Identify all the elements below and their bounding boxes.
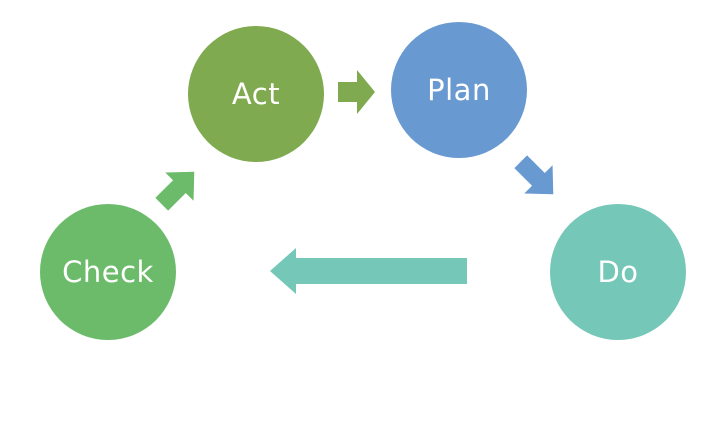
- node-check-label: Check: [62, 255, 154, 289]
- node-act: Act: [188, 26, 324, 162]
- arrow-check-to-act: [155, 171, 195, 211]
- node-plan-label: Plan: [427, 73, 491, 107]
- node-do-label: Do: [597, 255, 639, 289]
- node-do: Do: [550, 204, 686, 340]
- node-check: Check: [40, 204, 176, 340]
- node-act-label: Act: [231, 77, 281, 111]
- arrow-plan-to-do: [514, 155, 554, 195]
- node-plan: Plan: [391, 22, 527, 158]
- arrow-do-to-check: [270, 248, 467, 294]
- arrow-act-to-plan: [338, 70, 375, 114]
